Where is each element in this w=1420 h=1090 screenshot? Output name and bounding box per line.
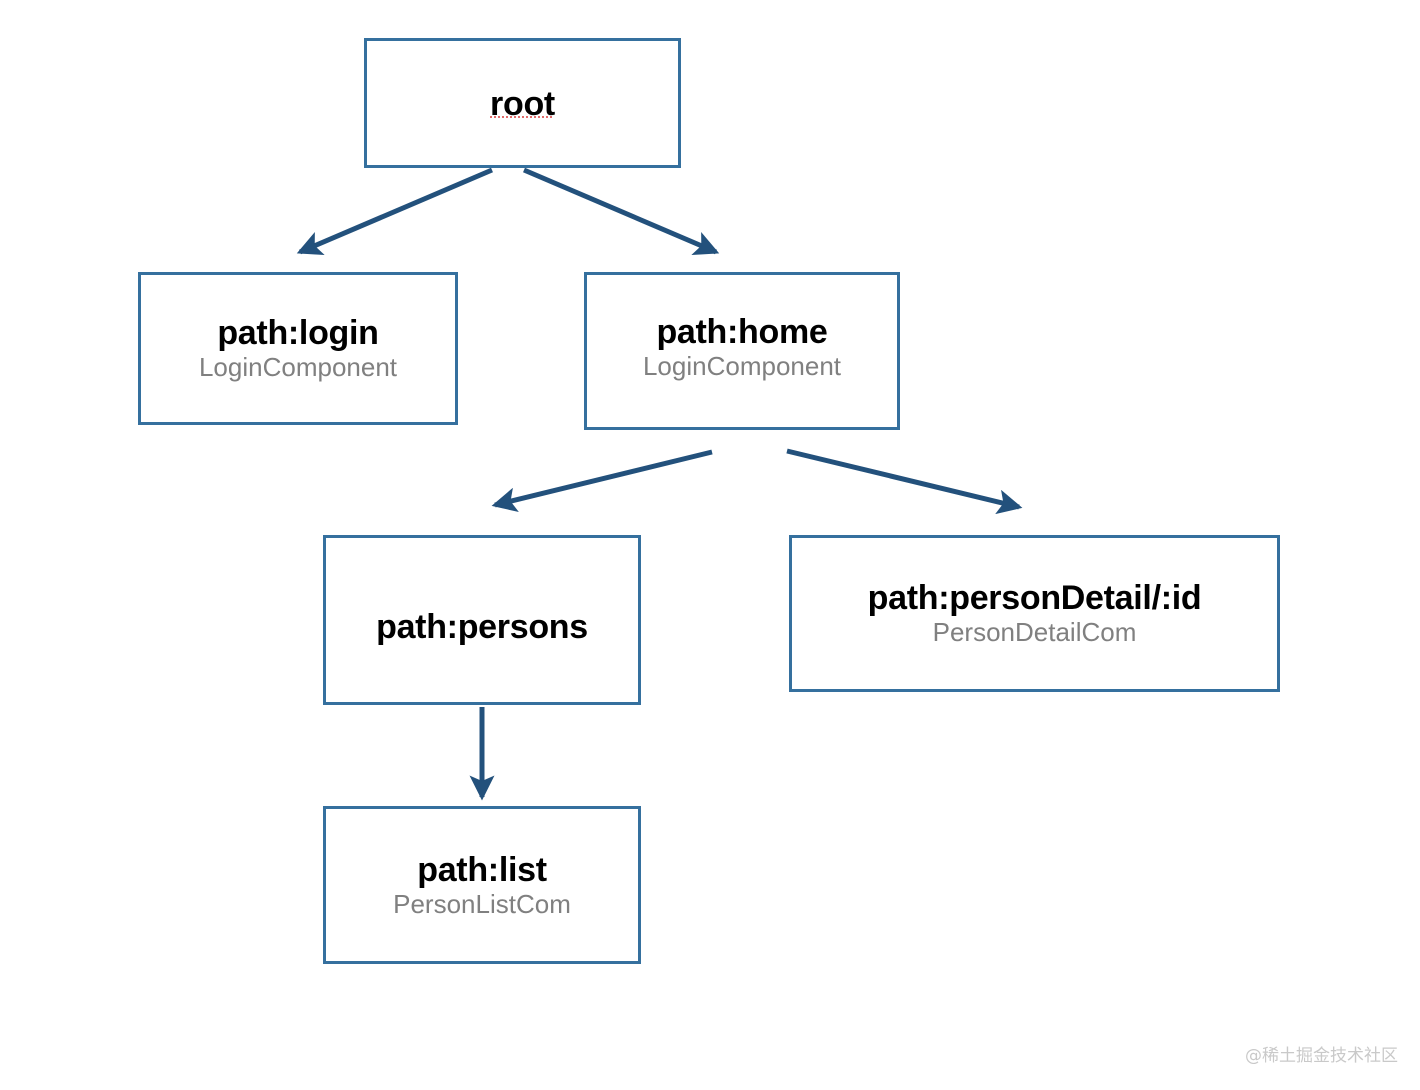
- node-path-home-subtitle: LoginComponent: [642, 350, 842, 381]
- node-path-persondetail-body: path:personDetail/:id PersonDetailCom: [868, 579, 1202, 648]
- node-root-title: root: [490, 84, 555, 123]
- node-path-list-title: path:list: [417, 850, 547, 889]
- node-path-list[interactable]: path:list PersonListCom: [323, 806, 641, 964]
- node-path-login-subtitle: LoginComponent: [198, 352, 398, 383]
- node-path-list-body: path:list PersonListCom: [393, 851, 571, 920]
- node-path-login-title: path:login: [217, 314, 379, 353]
- node-path-persondetail-subtitle: PersonDetailCom: [932, 617, 1137, 648]
- node-root-body: root: [490, 85, 555, 123]
- watermark: @稀土掘金技术社区: [1245, 1046, 1398, 1066]
- edge-root-to-login: [296, 167, 493, 256]
- node-path-persons-body: path:persons: [376, 608, 588, 646]
- edge-root-to-home: [523, 167, 720, 256]
- edge-home-to-persondetail: [786, 448, 1023, 515]
- node-path-list-subtitle: PersonListCom: [393, 888, 571, 919]
- node-path-login[interactable]: path:login LoginComponent: [138, 272, 458, 425]
- node-root[interactable]: root: [364, 38, 681, 168]
- node-path-home-body: path:home LoginComponent: [643, 313, 841, 382]
- node-path-persons[interactable]: path:persons: [323, 535, 641, 705]
- node-path-persondetail-title: path:personDetail/:id: [867, 579, 1202, 618]
- node-path-home-title: path:home: [656, 312, 828, 351]
- node-path-home[interactable]: path:home LoginComponent: [584, 272, 900, 430]
- edge-home-to-persons: [491, 449, 713, 513]
- node-path-login-body: path:login LoginComponent: [199, 314, 397, 383]
- node-path-persons-title: path:persons: [376, 607, 588, 646]
- node-path-persondetail[interactable]: path:personDetail/:id PersonDetailCom: [789, 535, 1280, 692]
